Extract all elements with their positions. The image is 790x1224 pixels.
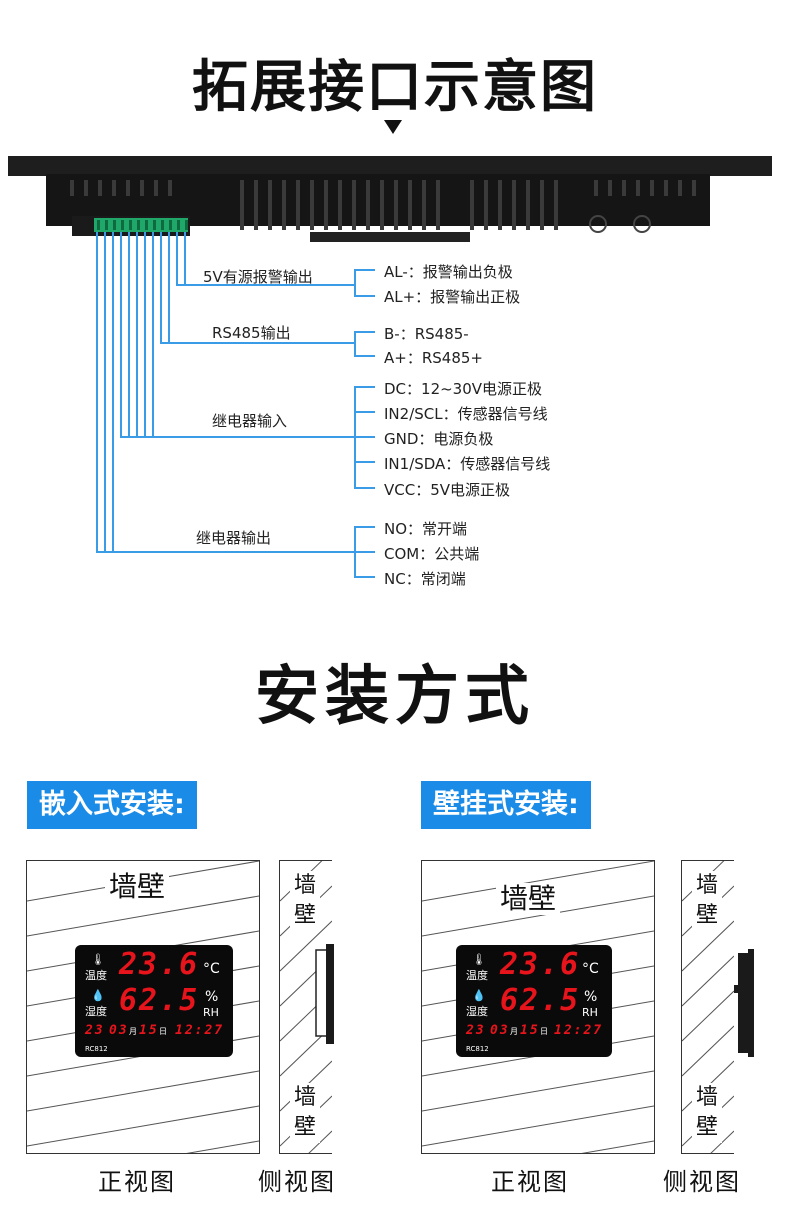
hum-value: 62.5	[500, 983, 581, 1018]
pin-in2-scl: IN2/SCL：传感器信号线	[384, 405, 548, 423]
thermometer-icon: 🌡	[91, 953, 105, 966]
wall-install-tag: 壁挂式安装:	[421, 781, 591, 829]
date-year: 23	[466, 1023, 486, 1038]
pin-nc: NC：常闭端	[384, 570, 466, 588]
hum-unit-rh: RH	[582, 1006, 598, 1019]
date-day: 15	[139, 1023, 159, 1038]
month-char: 月	[510, 1027, 518, 1036]
front-view-caption: 正视图	[491, 1168, 569, 1196]
pin-a-plus: A+：RS485+	[384, 349, 483, 367]
embedded-device-side	[315, 944, 334, 1044]
temp-unit: °C	[203, 961, 220, 977]
group-label-relay-input: 继电器输入	[212, 412, 288, 430]
hum-unit: %	[584, 989, 598, 1005]
model-label: RC812	[466, 1045, 489, 1053]
time-value: 12:27	[175, 1023, 225, 1038]
wall-front-view: 墙壁 🌡 温度 23.6 °C 💧 湿度 62.5 % RH 23 03 月 1…	[421, 860, 655, 1154]
wall-label: 墙壁	[105, 871, 170, 903]
day-char: 日	[159, 1027, 167, 1036]
temp-label: 温度	[466, 969, 488, 982]
temp-label: 温度	[85, 969, 107, 982]
embed-side-view: 墙壁 墙壁	[279, 860, 332, 1154]
date-day: 15	[520, 1023, 540, 1038]
date-month: 03	[490, 1023, 510, 1038]
model-label: RC812	[85, 1045, 108, 1053]
group-label-alarm: 5V有源报警输出	[203, 268, 313, 286]
down-arrow-icon	[384, 120, 402, 134]
pin-al-minus: AL-：报警输出负极	[384, 263, 513, 281]
thermometer-icon: 🌡	[472, 953, 486, 966]
wall-label: 墙壁	[496, 883, 561, 915]
side-view-caption: 侧视图	[663, 1168, 741, 1196]
pin-al-plus: AL+：报警输出正极	[384, 288, 521, 306]
device-back-view	[8, 156, 772, 242]
page-title: 拓展接口示意图	[192, 55, 598, 120]
hum-value: 62.5	[119, 983, 200, 1018]
pin-dc: DC：12~30V电源正极	[384, 380, 543, 398]
device-display: 🌡 温度 23.6 °C 💧 湿度 62.5 % RH 23 03 月 15 日…	[75, 945, 233, 1057]
install-title: 安装方式	[255, 660, 535, 734]
droplet-icon: 💧	[91, 989, 105, 1002]
day-char: 日	[540, 1027, 548, 1036]
date-year: 23	[85, 1023, 105, 1038]
group-label-rs485: RS485输出	[212, 324, 291, 342]
month-char: 月	[129, 1027, 137, 1036]
pin-com: COM：公共端	[384, 545, 480, 563]
hum-unit: %	[205, 989, 219, 1005]
droplet-icon: 💧	[472, 989, 486, 1002]
hum-label: 湿度	[85, 1005, 107, 1018]
wiring-diagram	[96, 232, 375, 578]
front-view-caption: 正视图	[98, 1168, 176, 1196]
embed-install-tag: 嵌入式安装:	[27, 781, 197, 829]
wall-side-view: 墙壁 墙壁	[681, 860, 734, 1154]
side-wall-label-top: 墙壁	[692, 871, 722, 931]
group-label-relay-output: 继电器输出	[196, 529, 272, 547]
side-wall-label-top: 墙壁	[290, 871, 320, 931]
embed-front-view: 墙壁 🌡 温度 23.6 °C 💧 湿度 62.5 % RH 23 03 月 1…	[26, 860, 260, 1154]
pin-vcc: VCC：5V电源正极	[384, 481, 511, 499]
pin-b-minus: B-：RS485-	[384, 325, 469, 343]
wall-mounted-device-side	[734, 949, 754, 1057]
side-wall-label-bottom: 墙壁	[692, 1083, 722, 1143]
temp-value: 23.6	[119, 947, 200, 982]
hum-label: 湿度	[466, 1005, 488, 1018]
time-value: 12:27	[554, 1023, 604, 1038]
pin-no: NO：常开端	[384, 520, 468, 538]
side-wall-label-bottom: 墙壁	[290, 1083, 320, 1143]
hum-unit-rh: RH	[203, 1006, 219, 1019]
pin-gnd: GND：电源负极	[384, 430, 494, 448]
side-view-caption: 侧视图	[258, 1168, 336, 1196]
date-month: 03	[109, 1023, 129, 1038]
pin-in1-sda: IN1/SDA：传感器信号线	[384, 455, 551, 473]
device-display: 🌡 温度 23.6 °C 💧 湿度 62.5 % RH 23 03 月 15 日…	[456, 945, 612, 1057]
temp-value: 23.6	[500, 947, 581, 982]
temp-unit: °C	[582, 961, 599, 977]
